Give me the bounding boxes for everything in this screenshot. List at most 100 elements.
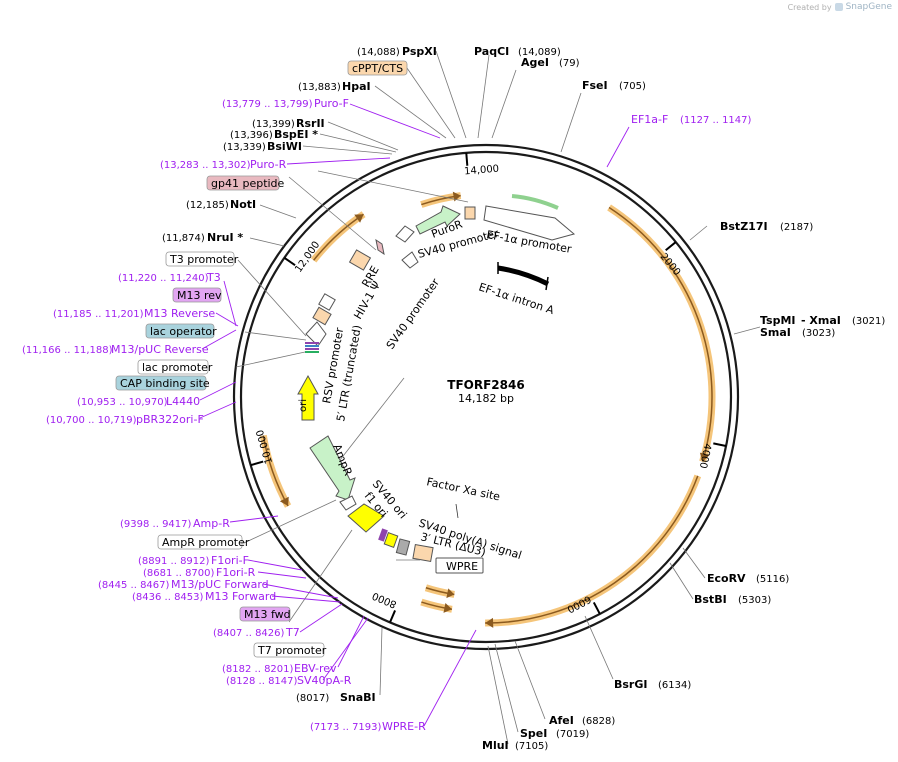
site-name[interactable]: - XmaI xyxy=(801,314,841,327)
primer-name[interactable]: M13/pUC Reverse xyxy=(111,343,209,356)
primer-name[interactable]: T7 xyxy=(285,626,300,639)
sv40-promoter-arrow-2[interactable] xyxy=(401,251,419,269)
feature-arc-core xyxy=(608,206,713,462)
primer-name[interactable]: Puro-F xyxy=(314,97,349,110)
primer-range: (13,779 .. 13,799) xyxy=(222,99,313,110)
feature-arrowhead xyxy=(443,603,452,613)
f1-ori-arrow[interactable] xyxy=(347,503,385,533)
site-name[interactable]: TspMI xyxy=(760,314,796,327)
site-name[interactable]: SnaBI xyxy=(340,691,376,704)
ef1a-promoter-arrow[interactable] xyxy=(483,205,576,241)
inner-feature-labels: PuroR SV40 promoter EF-1α promoter EF-1α… xyxy=(298,218,573,563)
sv40-ori-stripes xyxy=(378,528,388,542)
site-pos: (7105) xyxy=(515,741,548,752)
site-name[interactable]: NruI * xyxy=(207,231,243,244)
primer-name[interactable]: EF1a-F xyxy=(631,113,668,126)
ltr-3-box[interactable] xyxy=(412,543,434,563)
sv40-ori-box[interactable] xyxy=(383,532,399,548)
primer-range: (10,953 .. 10,970) xyxy=(77,397,168,408)
site-name[interactable]: BsiWI xyxy=(267,140,302,153)
site-name[interactable]: HpaI xyxy=(342,80,371,93)
primer-name[interactable]: M13/pUC Forward xyxy=(171,578,269,591)
primer-name[interactable]: L4440 xyxy=(166,395,200,408)
site-name[interactable]: MluI xyxy=(482,739,509,752)
boxed-labels: cPPT/CTS gp41 peptide T3 promoter M13 re… xyxy=(115,60,484,658)
box-t3-promoter[interactable] xyxy=(165,251,235,267)
box-ampr-promoter[interactable] xyxy=(157,534,243,550)
hiv1-psi-box[interactable] xyxy=(348,249,372,271)
site-name[interactable]: BspEI * xyxy=(274,128,318,141)
box-wpre[interactable] xyxy=(435,557,484,574)
box-t7-promoter[interactable] xyxy=(253,642,325,658)
label-sv40-promoter-2: SV40 promoter xyxy=(384,276,443,352)
primer-name[interactable]: M13 Forward xyxy=(205,590,276,603)
primer-name[interactable]: Amp-R xyxy=(193,517,230,530)
tick-label: 14,000 xyxy=(464,164,500,178)
puror-arrow[interactable] xyxy=(415,205,461,235)
box-cap-binding[interactable] xyxy=(115,375,207,391)
feature-arc-core xyxy=(485,475,699,624)
rre-box[interactable] xyxy=(375,238,385,256)
snapgene-wordmark: SnapGene xyxy=(845,2,892,12)
site-name[interactable]: BsrGI xyxy=(614,678,647,691)
box-lac-promoter[interactable] xyxy=(137,359,209,375)
primer-range: (8891 .. 8912) xyxy=(138,556,210,567)
primer-range: (8182 .. 8201) xyxy=(222,664,294,675)
site-name[interactable]: AfeI xyxy=(549,714,574,727)
site-pos: (79) xyxy=(559,58,580,69)
boxed-label: M13 fwd xyxy=(244,608,291,621)
box-m13-rev[interactable] xyxy=(172,287,222,303)
primer-range: (11,220 .. 11,240) xyxy=(118,273,209,284)
primer-name[interactable]: M13 Reverse xyxy=(144,307,215,320)
sv40-polya-box[interactable] xyxy=(395,538,411,556)
puror-box[interactable] xyxy=(464,206,476,220)
ltr-box-2[interactable] xyxy=(312,306,332,326)
tick-label: 2000 xyxy=(658,251,683,278)
site-name[interactable]: PaqCI xyxy=(474,45,509,58)
ampr-arrow[interactable] xyxy=(309,435,356,501)
primer-name[interactable]: T3 xyxy=(206,271,221,284)
site-name[interactable]: RsrII xyxy=(296,117,325,130)
primer-name[interactable]: SV40pA-R xyxy=(297,674,352,687)
site-pos: (8017) xyxy=(296,693,329,704)
ori-arrow[interactable] xyxy=(297,374,319,421)
primer-name[interactable]: WPRE-R xyxy=(382,720,426,733)
primer-name[interactable]: Puro-R xyxy=(250,158,287,171)
site-name[interactable]: BstBI xyxy=(694,593,727,606)
boxed-label: AmpR promoter xyxy=(162,536,250,549)
created-by-text: Created by xyxy=(787,2,832,12)
box-lac-operator[interactable] xyxy=(145,323,215,339)
site-pos: (11,874) xyxy=(162,233,205,244)
ampr-promoter-arrow[interactable] xyxy=(339,495,357,511)
boxed-label: lac operator xyxy=(150,325,217,338)
site-name[interactable]: FseI xyxy=(582,79,608,92)
box-cpptcts[interactable] xyxy=(347,60,408,76)
box-m13-fwd[interactable] xyxy=(239,606,291,622)
feature-arc[interactable] xyxy=(607,204,716,463)
boxed-label: lac promoter xyxy=(142,361,213,374)
boxed-label: T3 promoter xyxy=(169,253,239,266)
lac-stripe-3 xyxy=(305,348,319,350)
primer-name[interactable]: F1ori-R xyxy=(216,566,256,579)
site-name[interactable]: EcoRV xyxy=(707,572,746,585)
box-gp41[interactable] xyxy=(206,175,280,191)
site-name[interactable]: BstZ17I xyxy=(720,220,768,233)
ltr-box-1[interactable] xyxy=(318,293,336,311)
feature-arrowhead xyxy=(485,617,494,628)
primer-name[interactable]: F1ori-F xyxy=(211,554,249,567)
sv40-promoter-arrow[interactable] xyxy=(395,225,415,243)
primer-name[interactable]: pBR322ori-F xyxy=(136,413,204,426)
site-name[interactable]: AgeI xyxy=(521,56,549,69)
boxed-label: T7 promoter xyxy=(257,644,327,657)
site-pos: (5303) xyxy=(738,595,771,606)
site-name[interactable]: PspXI xyxy=(402,45,437,58)
site-pos: (3023) xyxy=(802,328,835,339)
site-name[interactable]: SpeI xyxy=(520,727,547,740)
primer-range: (8436 .. 8453) xyxy=(132,592,204,603)
site-name[interactable]: SmaI xyxy=(760,326,791,339)
primer-name[interactable]: EBV-rev xyxy=(294,662,337,675)
site-name[interactable]: NotI xyxy=(230,198,256,211)
plasmid-name: TFORF2846 xyxy=(447,378,524,392)
ef1a-intron-arc[interactable] xyxy=(497,265,550,287)
